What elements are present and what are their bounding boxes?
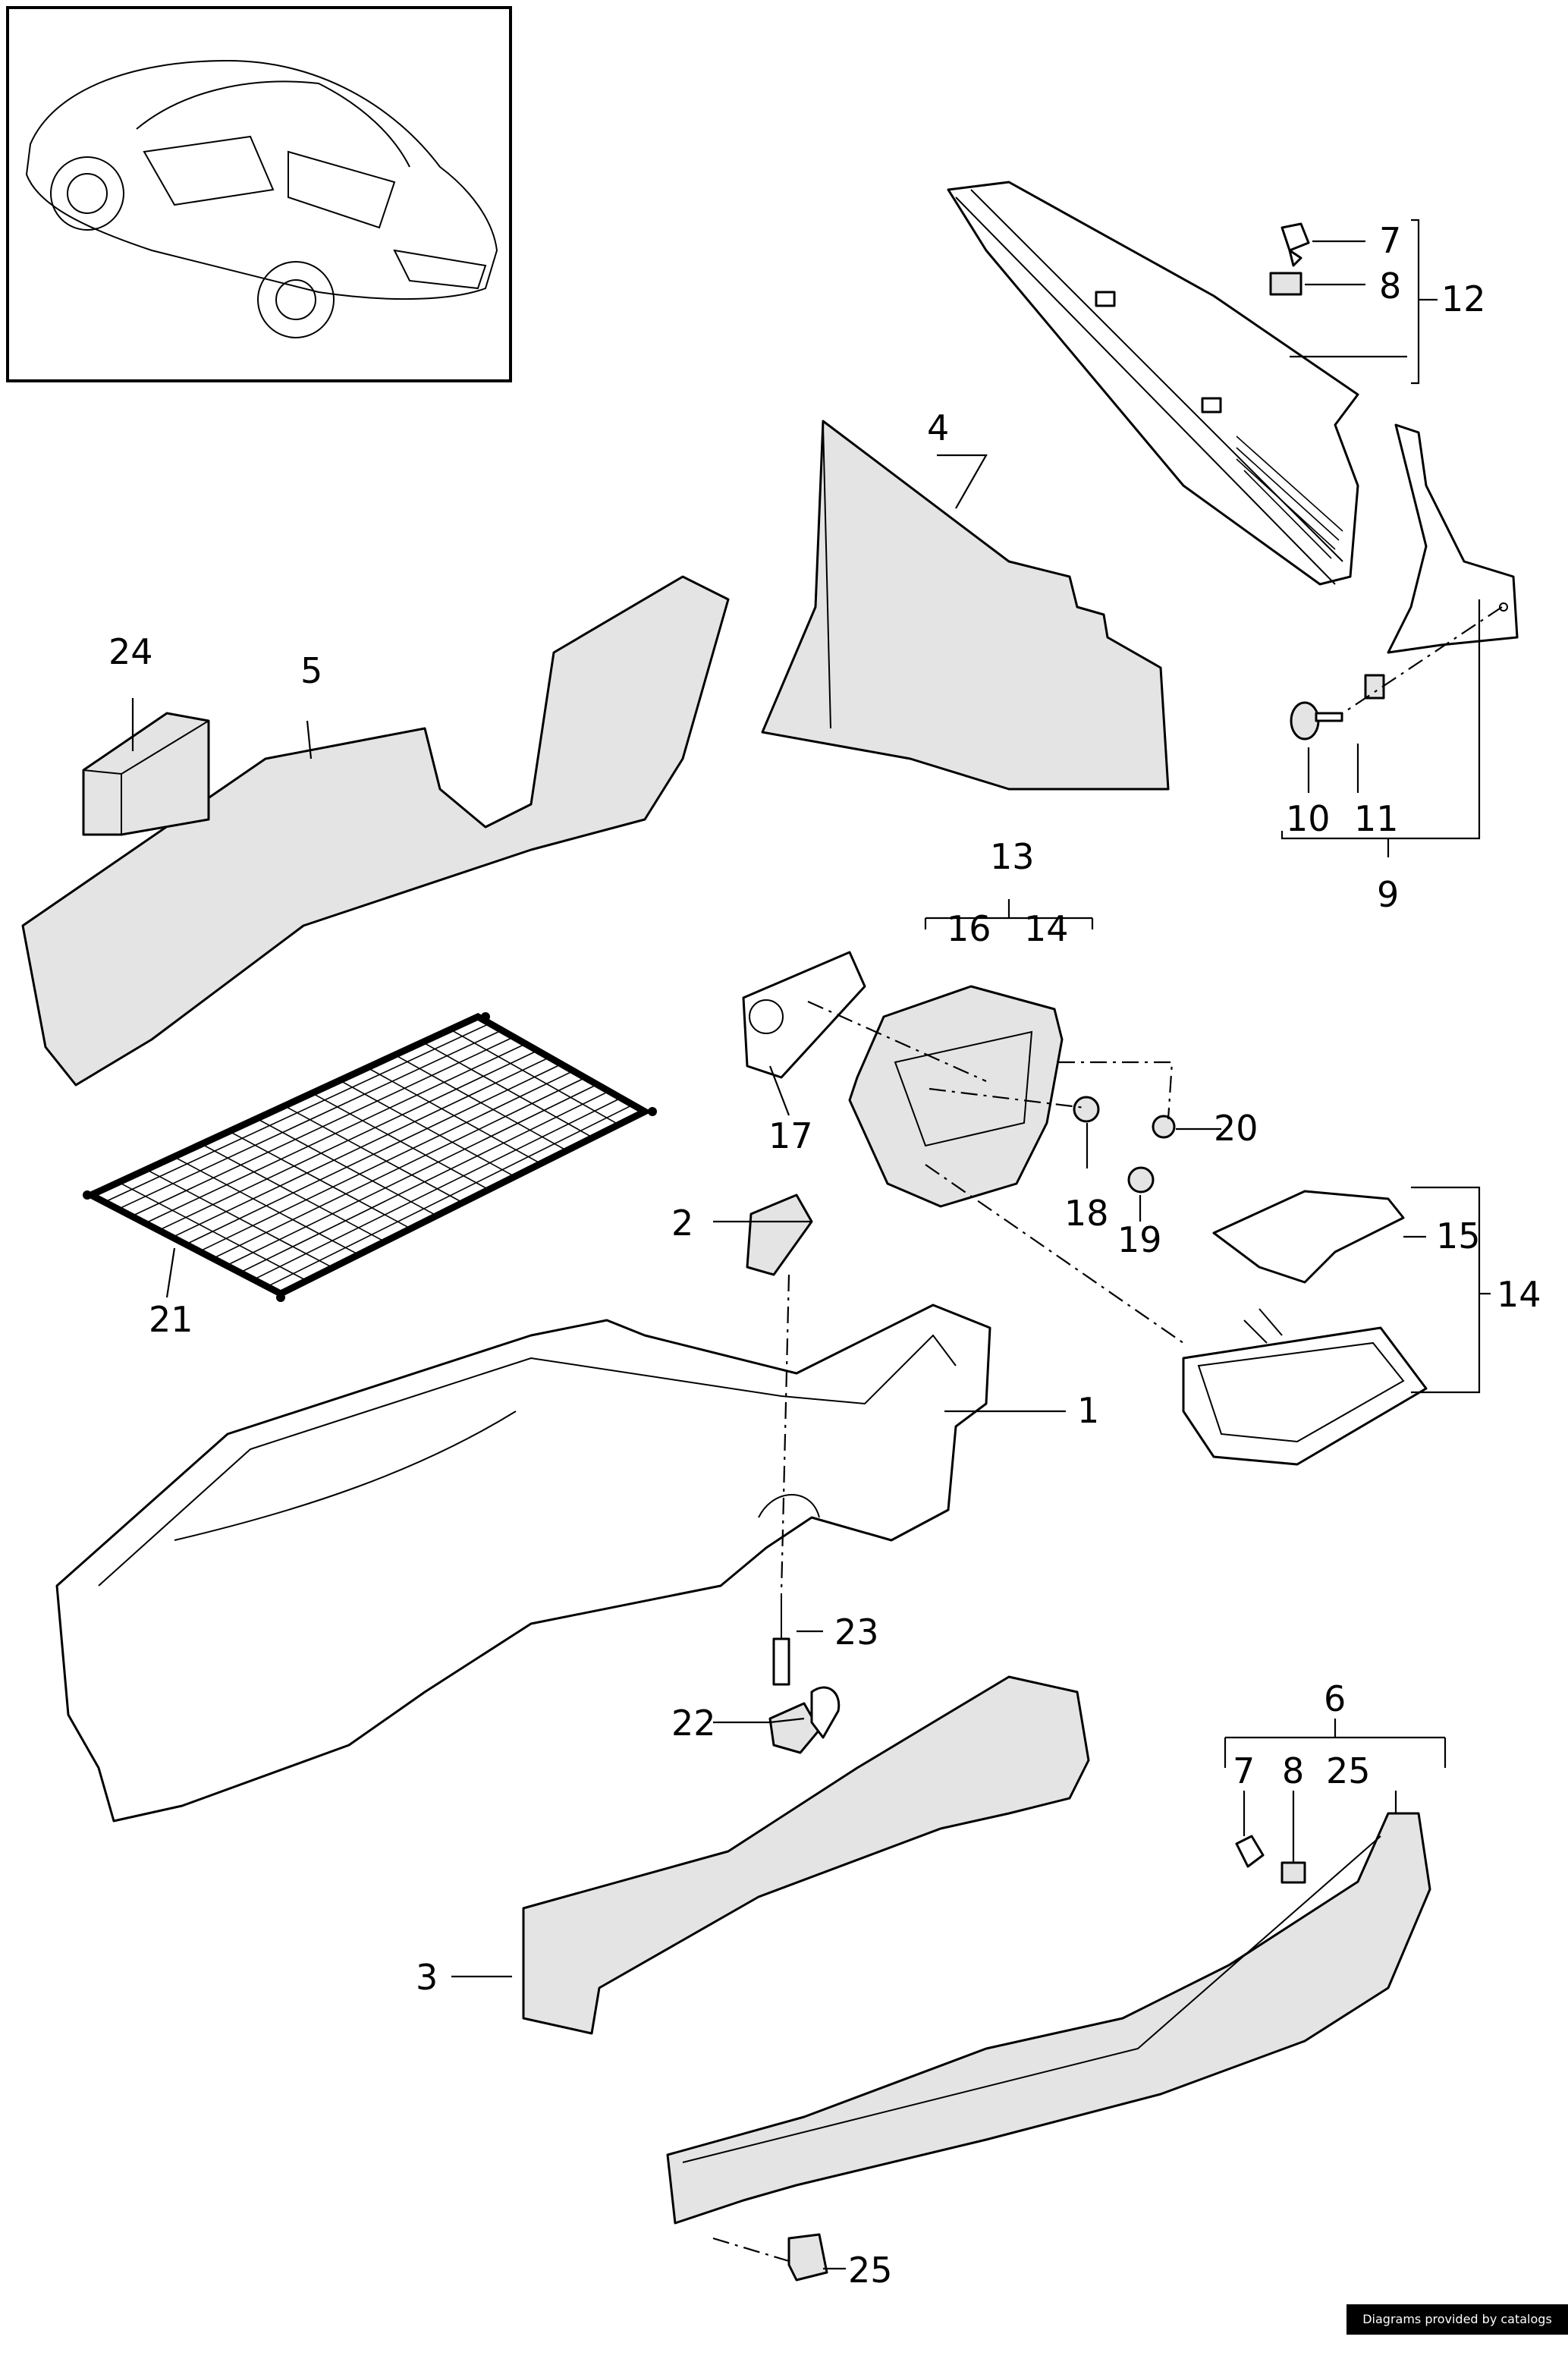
part-18-nut xyxy=(1073,1096,1100,1123)
callout-23: 23 xyxy=(834,1612,879,1653)
net-strand xyxy=(450,1029,620,1125)
callout-18: 18 xyxy=(1064,1193,1109,1234)
vehicle-overview-inset xyxy=(6,6,512,382)
assembly-lines xyxy=(712,606,1503,2263)
callout-7-lower: 7 xyxy=(1233,1750,1255,1791)
part-23-bolt xyxy=(772,1593,790,1686)
net-strand xyxy=(266,1104,633,1288)
part-12-side-trim-panel xyxy=(947,181,1359,586)
callout-11: 11 xyxy=(1354,798,1399,839)
net-strand xyxy=(312,1093,489,1190)
part-19-nut xyxy=(1127,1166,1155,1194)
part-3-side-trim-lower xyxy=(522,1675,1090,2035)
part-5-long-trim xyxy=(21,575,730,1087)
credit-footer: Diagrams provided by catalogs parts xyxy=(1346,2304,1568,2357)
part-7-clip-upper xyxy=(1280,222,1310,267)
callout-8-upper: 8 xyxy=(1379,266,1401,307)
net-strand xyxy=(212,1077,586,1260)
part-14-lid xyxy=(1182,1308,1428,1466)
callout-labels: 1 2 3 4 5 6 7 7 8 8 9 10 11 12 13 14 14 … xyxy=(108,220,1541,2291)
callout-17: 17 xyxy=(768,1115,813,1156)
callout-6: 6 xyxy=(1324,1678,1346,1719)
part-6-rear-trim-panel xyxy=(666,1812,1431,2225)
part-2-switch xyxy=(746,1194,813,1276)
part-8-clip-nut-upper xyxy=(1269,272,1302,296)
callout-5: 5 xyxy=(300,650,322,691)
net-strand xyxy=(226,1083,598,1266)
net-strand xyxy=(366,1067,542,1165)
part-24-block xyxy=(82,712,210,836)
leader-lines xyxy=(131,219,1491,2270)
callout-25-upper: 25 xyxy=(1326,1750,1371,1791)
callout-13: 13 xyxy=(990,836,1035,877)
net-strand xyxy=(185,1063,562,1245)
part-4-side-trim xyxy=(761,420,1170,791)
callout-19: 19 xyxy=(1117,1219,1162,1260)
callout-14-upper: 14 xyxy=(1024,908,1069,949)
net-strand xyxy=(394,1054,567,1152)
callout-25-lower: 25 xyxy=(848,2250,893,2291)
callout-10: 10 xyxy=(1286,798,1331,839)
net-strand xyxy=(253,1097,621,1281)
part-20-screw xyxy=(1152,1115,1176,1139)
net-strand xyxy=(339,1080,515,1178)
callout-22: 22 xyxy=(671,1703,716,1744)
part-8-clip-nut-lower xyxy=(1280,1861,1306,1884)
part-16-housing xyxy=(848,985,1064,1208)
part-1-trunk-floor-liner xyxy=(55,1304,991,1822)
part-11-spacer xyxy=(1364,674,1385,700)
part-22-lashing-eye xyxy=(768,1686,841,1754)
callout-2: 2 xyxy=(671,1203,693,1244)
callout-16: 16 xyxy=(947,908,991,949)
part-9-pillar-trim xyxy=(1387,423,1519,654)
callout-24: 24 xyxy=(108,631,153,672)
callout-14-right: 14 xyxy=(1497,1274,1541,1315)
part-25-clip xyxy=(787,2233,828,2282)
net-strand xyxy=(422,1041,593,1138)
callout-20: 20 xyxy=(1214,1108,1258,1149)
callout-21: 21 xyxy=(149,1299,193,1340)
part-10-fastener xyxy=(1290,701,1343,741)
part-21-cargo-net xyxy=(83,1012,657,1302)
part-15-seal xyxy=(1212,1190,1405,1284)
callout-8-lower: 8 xyxy=(1282,1750,1304,1791)
callout-7-upper: 7 xyxy=(1379,220,1401,261)
callout-9: 9 xyxy=(1377,874,1399,915)
callout-3: 3 xyxy=(416,1957,438,1998)
callout-12: 12 xyxy=(1441,278,1486,319)
callout-1: 1 xyxy=(1077,1390,1099,1431)
callout-4: 4 xyxy=(927,407,949,448)
part-17-cover-plate xyxy=(742,951,866,1079)
part-7-clip-lower xyxy=(1235,1835,1265,1868)
net-strand xyxy=(240,1090,610,1273)
callout-15: 15 xyxy=(1436,1216,1481,1256)
net-strand xyxy=(199,1070,574,1253)
